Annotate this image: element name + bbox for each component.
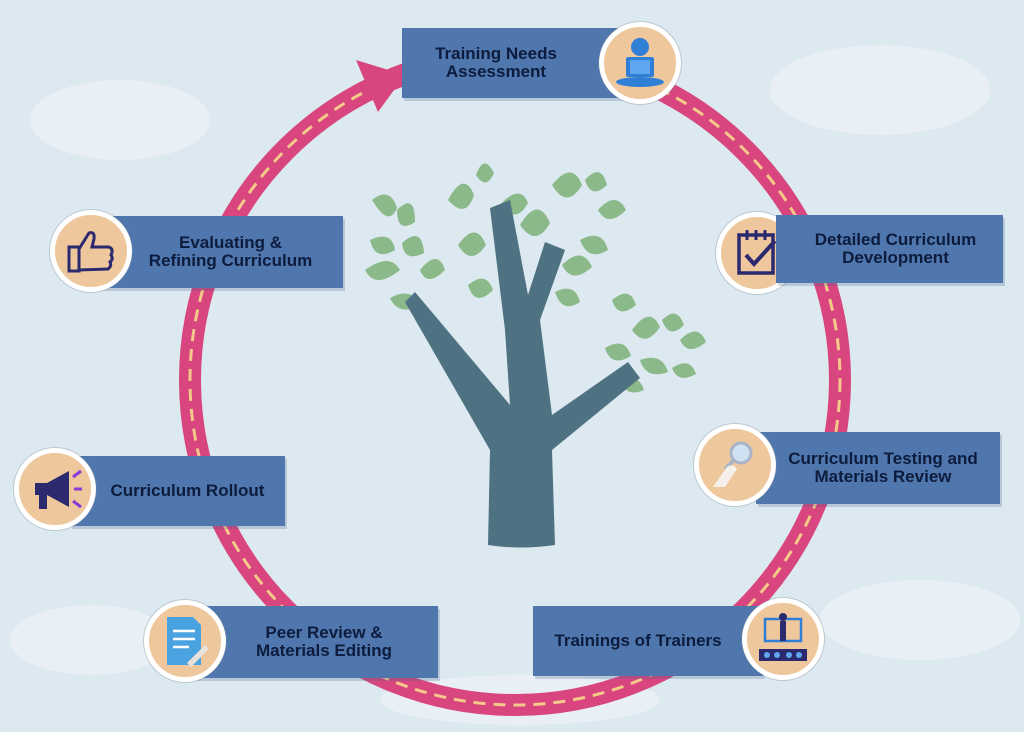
step-evaluating-refining-curriculum: Evaluating & Refining Curriculum — [98, 216, 343, 288]
step-icon-circle — [144, 600, 226, 682]
step-peer-review-materials-editing: Peer Review & Materials Editing — [190, 606, 438, 678]
step-label: Curriculum Rollout — [110, 481, 265, 500]
tree-trunk — [405, 200, 640, 548]
tree-illustration — [365, 163, 706, 548]
step-icon-circle — [14, 448, 96, 530]
person-laptop-icon — [616, 38, 664, 87]
cycle-arrowhead — [356, 60, 405, 112]
step-label: Evaluating & Refining Curriculum — [148, 233, 313, 270]
megaphone-icon — [35, 469, 82, 509]
step-label: Detailed Curriculum Development — [814, 230, 977, 267]
step-label: Curriculum Testing and Materials Review — [788, 449, 978, 486]
tree-leaves — [365, 163, 706, 393]
document-pen-icon — [167, 617, 209, 667]
magnifier-hand-icon — [713, 441, 753, 487]
step-icon-circle — [50, 210, 132, 292]
step-label: Training Needs Assessment — [435, 44, 557, 81]
step-label: Trainings of Trainers — [554, 631, 722, 650]
step-label: Peer Review & Materials Editing — [255, 623, 393, 660]
step-curriculum-rollout: Curriculum Rollout — [70, 456, 285, 526]
thumbs-up-icon — [67, 231, 114, 273]
step-curriculum-testing-materials-review: Curriculum Testing and Materials Review — [756, 432, 1000, 504]
background-texture — [10, 45, 1020, 725]
step-training-needs-assessment: Training Needs Assessment — [402, 28, 624, 98]
step-icon-circle — [599, 22, 681, 104]
step-trainings-of-trainers: Trainings of Trainers — [533, 606, 763, 676]
presenter-audience-icon — [759, 613, 807, 661]
step-detailed-curriculum-development: Detailed Curriculum Development — [776, 215, 1003, 283]
step-icon-circle — [694, 424, 776, 506]
checklist-clipboard-icon — [737, 230, 777, 275]
step-icon-circle — [742, 598, 824, 680]
